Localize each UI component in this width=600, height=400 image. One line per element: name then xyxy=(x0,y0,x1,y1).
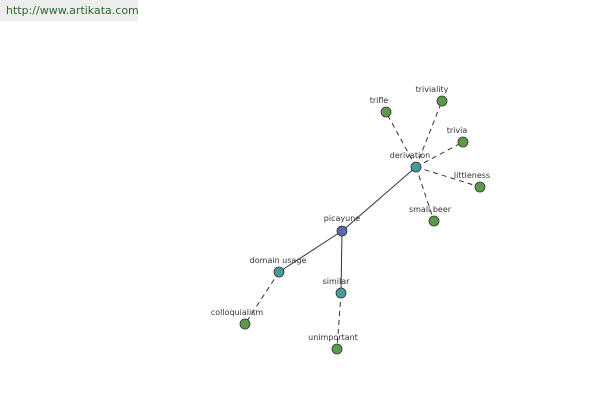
leaf-node-unimportant[interactable] xyxy=(331,343,343,355)
relation-label-domain-usage[interactable]: domain usage xyxy=(250,256,307,265)
relation-node-domain-usage[interactable] xyxy=(273,266,285,278)
leaf-label-small-beer[interactable]: small beer xyxy=(409,205,452,214)
leaf-node-triviality[interactable] xyxy=(436,95,448,107)
relation-node-similar[interactable] xyxy=(335,287,347,299)
edge-derivation-trifle xyxy=(385,111,417,168)
edge-picayune-similar xyxy=(340,230,343,294)
edge-derivation-littleness xyxy=(415,166,481,188)
graph-edges xyxy=(244,100,481,350)
leaf-node-littleness[interactable] xyxy=(474,181,486,193)
leaf-label-unimportant[interactable]: unimportant xyxy=(308,333,358,342)
leaf-node-small-beer[interactable] xyxy=(428,215,440,227)
source-url-link[interactable]: http://www.artikata.com xyxy=(0,0,138,21)
leaf-label-triviality[interactable]: triviality xyxy=(416,85,449,94)
leaf-node-trifle[interactable] xyxy=(380,106,392,118)
graph-nodes xyxy=(239,95,486,355)
graph-labels: trifle triviality trivia littleness small be… xyxy=(211,85,490,342)
center-node-picayune[interactable] xyxy=(336,225,348,237)
relation-label-similar[interactable]: similar xyxy=(323,277,351,286)
edge-similar-unimportant xyxy=(336,292,342,350)
edge-derivation-small-beer xyxy=(415,166,435,222)
leaf-label-littleness[interactable]: littleness xyxy=(454,171,490,180)
edge-domain-usage-colloquialism xyxy=(244,271,280,325)
leaf-node-colloquialism[interactable] xyxy=(239,318,251,330)
edge-picayune-domain-usage xyxy=(278,230,343,273)
relation-label-derivation[interactable]: derivation xyxy=(390,151,430,160)
leaf-label-colloquialism[interactable]: colloquialism xyxy=(211,308,264,317)
edge-picayune-derivation xyxy=(341,166,417,232)
leaf-node-trivia[interactable] xyxy=(457,136,469,148)
center-label-picayune[interactable]: picayune xyxy=(324,214,360,223)
leaf-label-trivia[interactable]: trivia xyxy=(447,126,468,135)
relation-node-derivation[interactable] xyxy=(410,161,422,173)
leaf-label-trifle[interactable]: trifle xyxy=(370,96,389,105)
edge-derivation-triviality xyxy=(415,100,443,168)
